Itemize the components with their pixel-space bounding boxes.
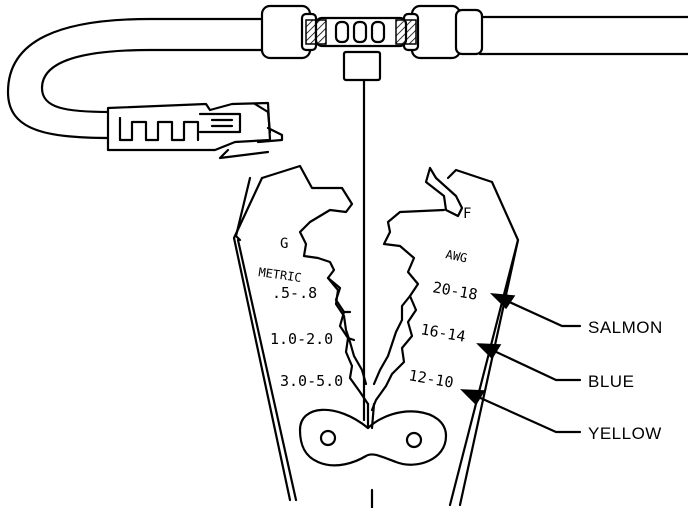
metric-size-small: .5-.8: [272, 284, 317, 302]
awg-heading: AWG: [444, 247, 468, 265]
metric-size-medium: 1.0-2.0: [270, 330, 333, 348]
jaw-right-letter: F: [463, 206, 471, 222]
metric-heading: METRIC: [258, 265, 303, 285]
jaw-left-letter: G: [280, 236, 288, 252]
callout-yellow-label: YELLOW: [588, 424, 662, 443]
metric-size-large: 3.0-5.0: [280, 372, 343, 390]
wire-cable: [6, 15, 688, 140]
awg-size-medium: 16-14: [419, 320, 467, 346]
callout-blue-leader: [476, 343, 582, 382]
awg-size-small: 20-18: [431, 278, 479, 304]
callout-salmon-leader: [490, 293, 582, 328]
callout-blue-label: BLUE: [588, 372, 634, 391]
inline-splice: [260, 4, 484, 422]
terminal-connector: [106, 101, 284, 160]
callout-salmon-label: SALMON: [588, 318, 663, 337]
crimp-tool: [232, 164, 520, 508]
callout-yellow-leader: [460, 389, 582, 434]
awg-size-large: 12-10: [407, 366, 455, 392]
